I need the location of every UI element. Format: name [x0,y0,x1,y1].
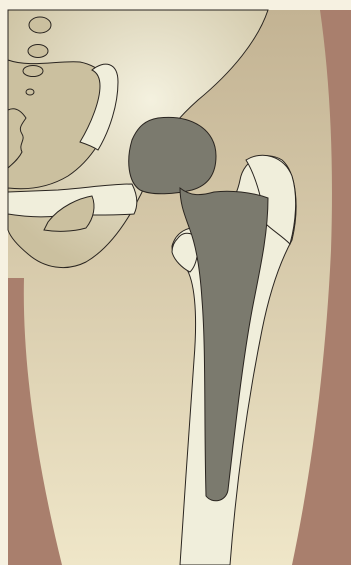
implant-ball-icon [129,117,216,193]
